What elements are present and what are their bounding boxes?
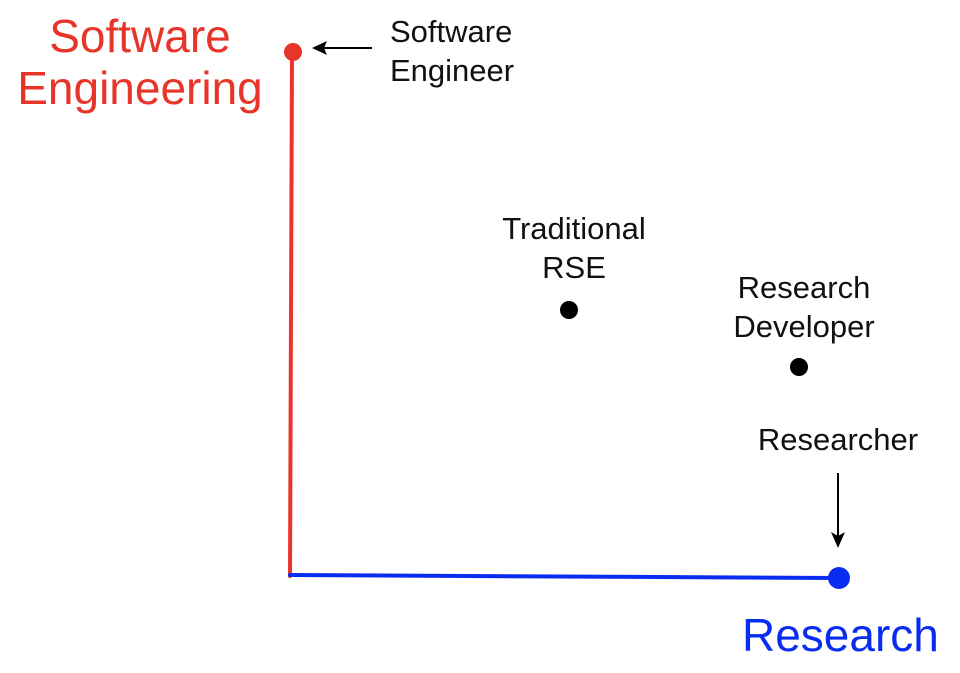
software-engineer-label-line-1: Software	[390, 14, 513, 49]
horizontal-axis-title-text: Research	[742, 609, 939, 661]
vertical-axis-title-line-1: Software	[49, 10, 231, 62]
horizontal-axis-endpoint	[828, 567, 850, 589]
vertical-axis-endpoint	[284, 43, 302, 61]
vertical-axis-title: Software Engineering	[10, 10, 270, 114]
traditional-rse-label-line-2: RSE	[542, 250, 606, 285]
research-developer-label-line-1: Research	[737, 270, 871, 305]
vertical-axis-title-line-2: Engineering	[17, 62, 263, 114]
research-developer-label: Research Developer	[704, 268, 904, 346]
software-engineer-arrow	[312, 41, 372, 55]
traditional-rse-label: Traditional RSE	[474, 209, 674, 287]
traditional-rse-point	[560, 301, 578, 319]
researcher-label-line-1: Researcher	[757, 422, 919, 457]
research-developer-point	[790, 358, 808, 376]
traditional-rse-label-line-1: Traditional	[502, 211, 646, 246]
researcher-arrow	[831, 473, 845, 548]
horizontal-axis-line	[288, 573, 840, 580]
horizontal-axis-title: Research	[742, 609, 939, 661]
vertical-axis-line	[288, 50, 294, 578]
software-engineer-label-line-2: Engineer	[390, 53, 515, 88]
researcher-label: Researcher	[738, 420, 938, 459]
software-engineer-label: Software Engineer	[390, 12, 514, 90]
research-developer-label-line-2: Developer	[733, 309, 875, 344]
